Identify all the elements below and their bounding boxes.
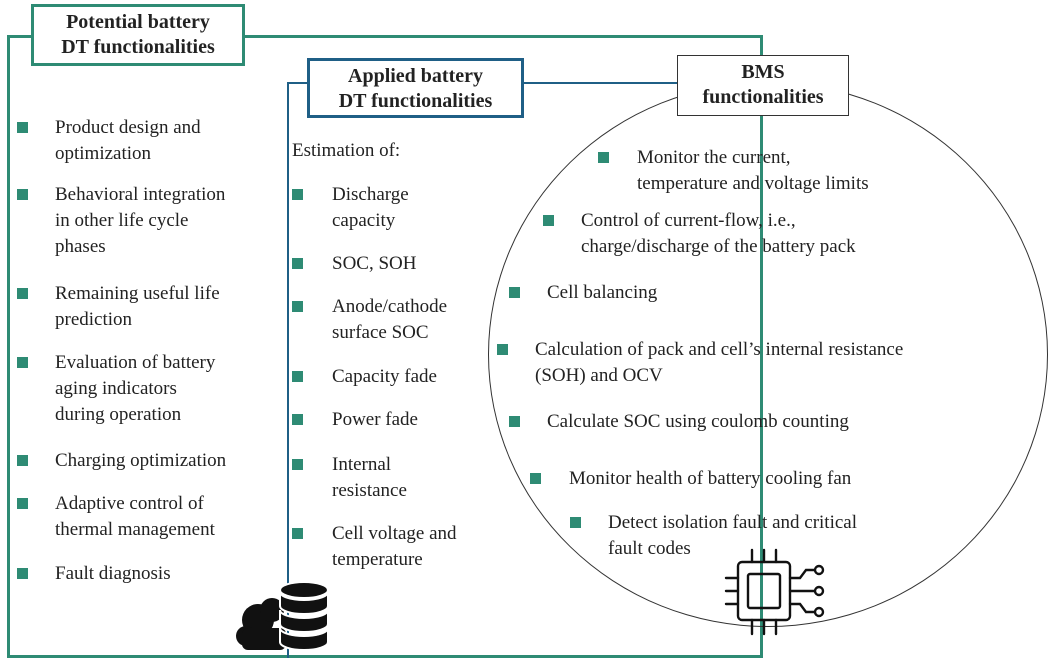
bullet-square-icon — [17, 357, 28, 368]
cloud-database-icon — [236, 581, 329, 651]
bms-title-line2: functionalities — [702, 86, 824, 108]
applied-item-line: SOC, SOH — [332, 253, 417, 274]
bullet-square-icon — [17, 455, 28, 466]
potential-title-line2: DT functionalities — [61, 36, 215, 58]
bms-item-line: Calculation of pack and cell’s internal … — [535, 339, 904, 360]
bms-item-line: fault codes — [608, 538, 691, 559]
applied-title-line1: Applied battery — [348, 65, 483, 87]
applied-item-line: temperature — [332, 549, 423, 570]
bullet-square-icon — [17, 568, 28, 579]
bullet-square-icon — [509, 287, 520, 298]
potential-item-line: Behavioral integration — [55, 184, 226, 205]
bms-title-line1: BMS — [741, 61, 785, 83]
bms-item-line: Detect isolation fault and critical — [608, 512, 858, 533]
applied-item-line: capacity — [332, 210, 396, 231]
applied-functionalities-frame — [287, 82, 763, 658]
applied-item-line: Power fade — [332, 409, 418, 430]
applied-item-line: Discharge — [332, 184, 409, 205]
potential-item-line: Evaluation of battery — [55, 352, 216, 373]
bms-item-line: Cell balancing — [547, 282, 658, 303]
potential-item-line: Fault diagnosis — [55, 563, 171, 584]
potential-item-line: optimization — [55, 143, 152, 164]
bullet-square-icon — [17, 122, 28, 133]
potential-item-line: Charging optimization — [55, 450, 227, 471]
potential-title-line1: Potential battery — [66, 11, 210, 33]
bms-title-box: BMS functionalities — [677, 55, 849, 116]
bullet-square-icon — [292, 258, 303, 269]
bms-item-line: Monitor the current, — [637, 147, 791, 168]
potential-item-line: during operation — [55, 404, 182, 425]
estimation-intro: Estimation of: — [292, 140, 401, 161]
bms-item-line: Control of current-flow, i.e., — [581, 210, 796, 231]
bms-item-line: charge/discharge of the battery pack — [581, 236, 856, 257]
applied-title-line2: DT functionalities — [338, 90, 493, 112]
bms-item-line: (SOH) and OCV — [535, 365, 663, 386]
applied-item-line: Capacity fade — [332, 366, 437, 387]
applied-item-line: Cell voltage and — [332, 523, 457, 544]
bullet-square-icon — [292, 414, 303, 425]
bullet-square-icon — [598, 152, 609, 163]
chip-icon — [724, 548, 825, 636]
bms-item-line: Calculate SOC using coulomb counting — [547, 411, 849, 432]
potential-item-line: in other life cycle — [55, 210, 189, 231]
bullet-square-icon — [530, 473, 541, 484]
bullet-square-icon — [543, 215, 554, 226]
applied-item-line: surface SOC — [332, 322, 429, 343]
bms-item-line: temperature and voltage limits — [637, 173, 869, 194]
potential-item-line: Adaptive control of — [55, 493, 204, 514]
potential-title-box: Potential battery DT functionalities — [31, 4, 245, 66]
applied-title-box: Applied battery DT functionalities — [307, 58, 524, 118]
potential-item-line: thermal management — [55, 519, 215, 540]
bullet-square-icon — [292, 301, 303, 312]
bullet-square-icon — [292, 528, 303, 539]
potential-item-line: Product design and — [55, 117, 201, 138]
bullet-square-icon — [570, 517, 581, 528]
bms-item-line: Monitor health of battery cooling fan — [569, 468, 852, 489]
applied-item-line: resistance — [332, 480, 407, 501]
applied-item-line: Internal — [332, 454, 392, 475]
bullet-square-icon — [509, 416, 520, 427]
potential-item-line: phases — [55, 236, 106, 257]
bullet-square-icon — [292, 371, 303, 382]
bullet-square-icon — [17, 288, 28, 299]
potential-item-line: prediction — [55, 309, 133, 330]
potential-item-line: aging indicators — [55, 378, 177, 399]
bullet-square-icon — [497, 344, 508, 355]
applied-item-line: Anode/cathode — [332, 296, 448, 317]
bullet-square-icon — [292, 189, 303, 200]
bullet-square-icon — [17, 189, 28, 200]
potential-item-line: Remaining useful life — [55, 283, 220, 304]
bullet-square-icon — [292, 459, 303, 470]
bullet-square-icon — [17, 498, 28, 509]
